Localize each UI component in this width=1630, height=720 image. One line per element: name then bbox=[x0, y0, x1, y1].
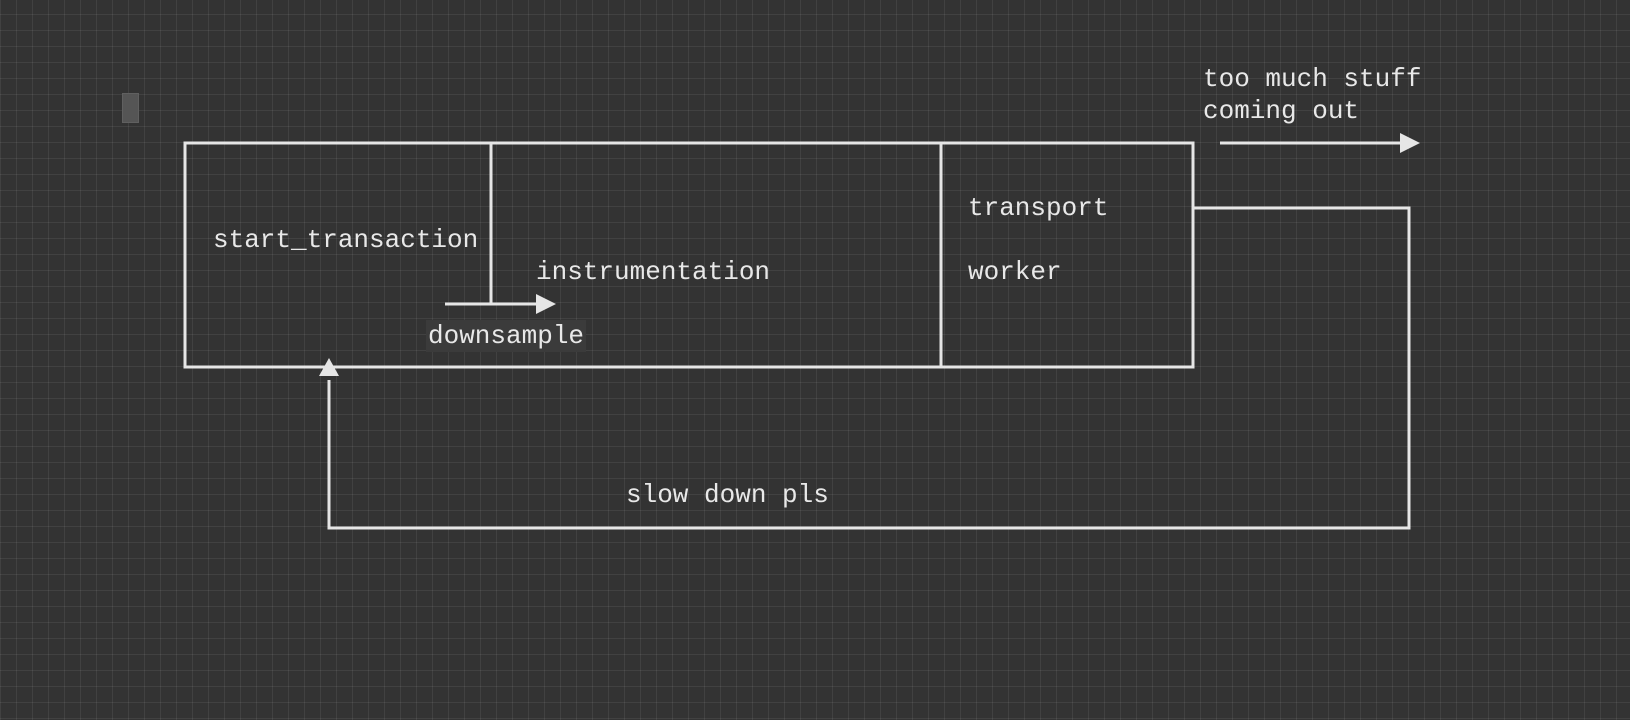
start-transaction-label: start_transaction bbox=[213, 225, 479, 255]
slow-down-label: slow down pls bbox=[626, 480, 829, 510]
feedback-arrow-head bbox=[319, 358, 339, 376]
too-much-stuff-label-line2: coming out bbox=[1203, 96, 1360, 126]
instrumentation-label: instrumentation bbox=[536, 257, 771, 287]
feedback-loop-line bbox=[327, 206, 1411, 530]
too-much-stuff-label-line1: too much stuff bbox=[1203, 64, 1422, 94]
downsample-arrow-head bbox=[536, 294, 556, 314]
worker-label: worker bbox=[968, 257, 1062, 287]
outer-box[interactable] bbox=[183, 141, 1195, 369]
transport-label: transport bbox=[968, 193, 1109, 223]
selection-handle[interactable] bbox=[122, 93, 139, 123]
downsample-label: downsample bbox=[426, 320, 587, 352]
output-arrow-head bbox=[1400, 133, 1420, 153]
